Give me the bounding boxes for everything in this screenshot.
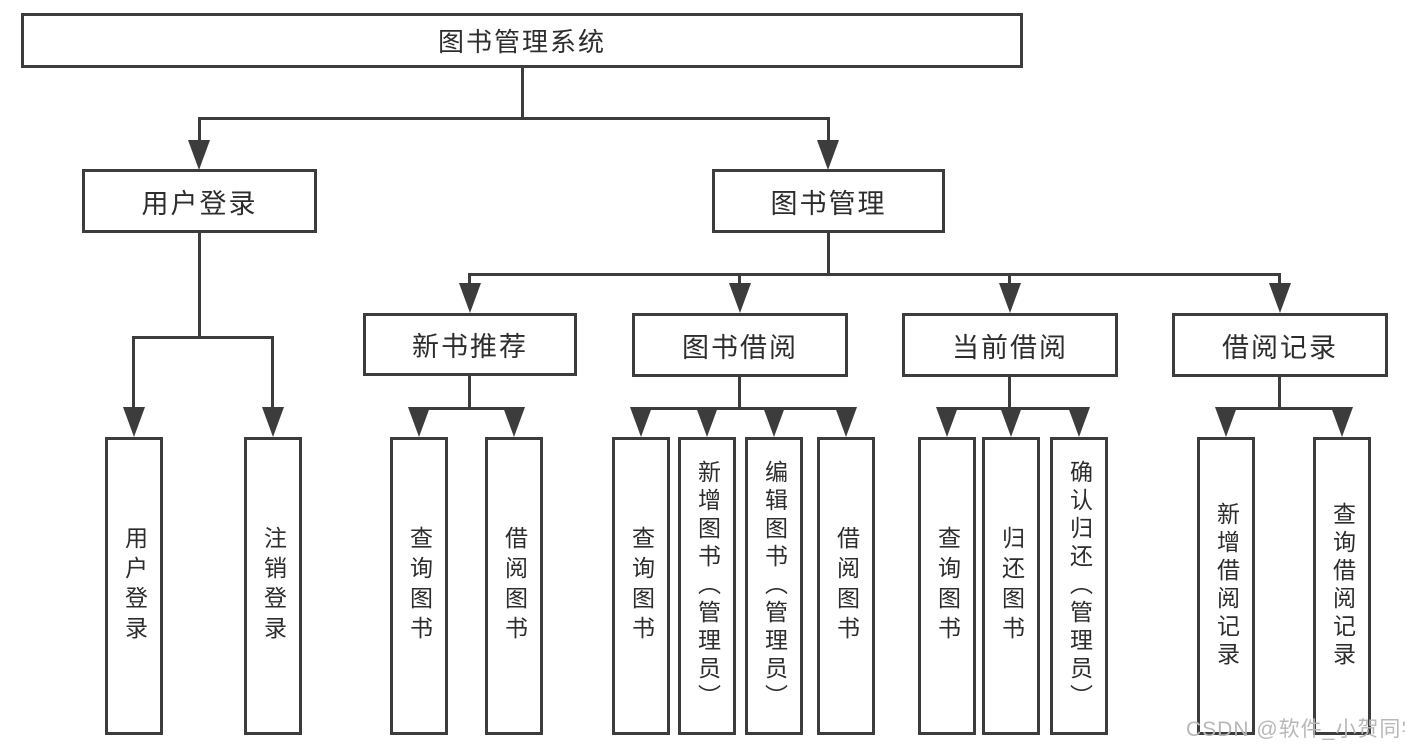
leaf-bb-borrow-books-label: 借阅图书 [833,526,860,646]
leaf-br-add-record-label: 新增借阅记录 [1213,502,1240,670]
leaf-user-login-label: 用户登录 [121,526,148,646]
connector-g0-hline [417,407,516,410]
arrow-g0-leaf1-icon [503,407,525,437]
leaf-logout-label: 注销登录 [260,526,287,646]
leaf-logout: 注销登录 [244,437,302,735]
leaf-cb-return-books: 归还图书 [982,437,1040,735]
arrow-to-leaf-logout-icon [262,407,284,437]
node-new-book-rec-label: 新书推荐 [412,332,528,362]
connector-g2-stem [1008,377,1011,407]
leaf-cb-confirm-return-admin: 确认归还（管理员） [1050,437,1108,735]
arrow-to-leaf-user-login-icon [123,407,145,437]
connector-user-hline [132,336,274,339]
connector-user-leaf2-drop [271,336,274,407]
node-root-label: 图书管理系统 [437,27,606,57]
node-user-login: 用户登录 [82,169,317,233]
leaf-cb-query-books-label: 查询图书 [934,526,961,646]
node-root: 图书管理系统 [21,13,1023,68]
connector-g1-hline [639,407,847,410]
connector-g0-stem [468,376,471,407]
leaf-br-query-record: 查询借阅记录 [1313,437,1371,735]
connector-mgmt-stem [827,233,830,273]
connector-root-hline [198,117,830,120]
connector-user-drop [198,117,201,140]
connector-user-leaf1-drop [132,336,135,407]
leaf-bb-edit-books-admin-label: 编辑图书（管理员） [761,460,788,712]
connector-g2-drop [1008,273,1011,285]
leaf-bb-add-books-admin: 新增图书（管理员） [678,437,736,735]
connector-g3-hline [1224,407,1344,410]
leaf-nbr-query-books: 查询图书 [390,437,448,735]
arrow-g1-leaf0-icon [630,407,652,437]
node-current-borrow: 当前借阅 [902,313,1118,377]
connector-mgmt-drop [827,117,830,140]
node-user-login-label: 用户登录 [141,188,258,219]
leaf-cb-confirm-return-admin-label: 确认归还（管理员） [1066,460,1093,712]
leaf-br-add-record: 新增借阅记录 [1197,437,1255,735]
connector-g0-drop [468,273,471,285]
arrow-g1-leaf1-icon [696,407,718,437]
arrow-to-borrow-records-icon [1269,283,1291,313]
node-book-mgmt-label: 图书管理 [770,188,887,219]
connector-mgmt-hline [468,273,1281,276]
arrow-g3-leaf1-icon [1331,407,1353,437]
arrow-g0-leaf0-icon [408,407,430,437]
arrow-g1-leaf2-icon [763,407,785,437]
arrow-to-book-borrow-icon [729,283,751,313]
connector-g1-drop [738,273,741,285]
arrow-to-new-book-rec-icon [459,283,481,313]
arrow-g1-leaf3-icon [835,407,857,437]
arrow-to-user-login-icon [188,140,210,170]
leaf-nbr-borrow-books-label: 借阅图书 [501,526,528,646]
leaf-br-query-record-label: 查询借阅记录 [1329,502,1356,670]
node-book-borrow: 图书借阅 [632,313,848,377]
leaf-bb-query-books-label: 查询图书 [628,526,655,646]
connector-user-stem [198,233,201,336]
connector-g3-drop [1278,273,1281,285]
node-book-borrow-label: 图书借阅 [682,332,798,363]
leaf-bb-add-books-admin-label: 新增图书（管理员） [694,460,721,712]
leaf-nbr-query-books-label: 查询图书 [406,526,433,646]
node-current-borrow-label: 当前借阅 [952,332,1068,363]
node-new-book-rec: 新书推荐 [363,313,577,376]
leaf-bb-edit-books-admin: 编辑图书（管理员） [745,437,803,735]
node-borrow-records: 借阅记录 [1172,313,1388,377]
leaf-nbr-borrow-books: 借阅图书 [485,437,543,735]
leaf-user-login: 用户登录 [105,437,163,735]
node-book-mgmt: 图书管理 [712,169,945,233]
connector-root-stem [521,68,524,117]
arrow-g3-leaf0-icon [1215,407,1237,437]
arrow-to-book-mgmt-icon [817,140,839,170]
arrow-to-current-borrow-icon [999,283,1021,313]
node-borrow-records-label: 借阅记录 [1222,332,1338,363]
leaf-cb-query-books: 查询图书 [918,437,976,735]
arrow-g2-leaf2-icon [1068,407,1090,437]
csdn-watermark: CSDN @软件_小贺同学 [1186,718,1405,741]
leaf-bb-borrow-books: 借阅图书 [817,437,875,735]
leaf-bb-query-books: 查询图书 [612,437,670,735]
connector-g3-stem [1278,377,1281,407]
leaf-cb-return-books-label: 归还图书 [998,526,1025,646]
connector-g1-stem [738,377,741,407]
arrow-g2-leaf0-icon [936,407,958,437]
arrow-g2-leaf1-icon [1000,407,1022,437]
